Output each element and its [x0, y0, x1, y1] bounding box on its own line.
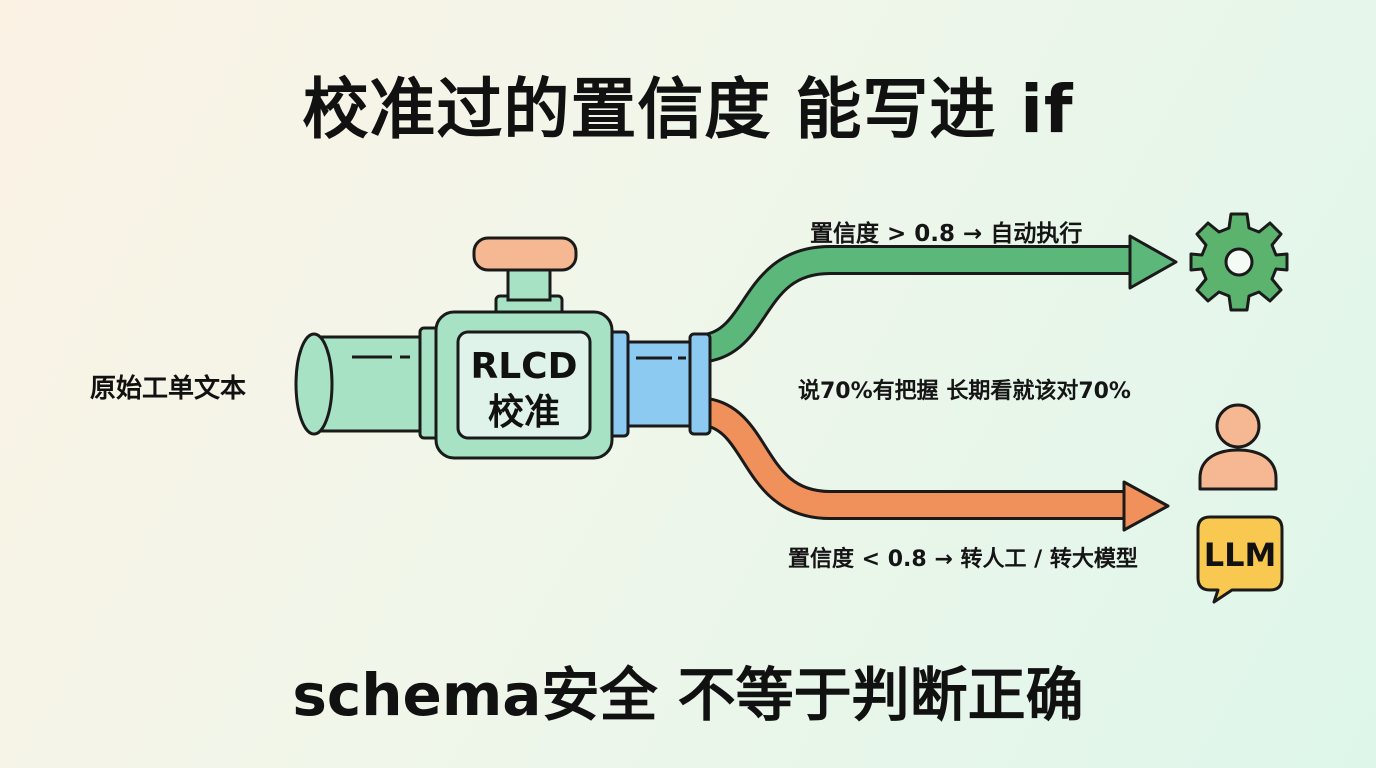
low-confidence-label: 置信度 < 0.8 → 转人工 / 转大模型: [788, 547, 1138, 572]
high-confidence-label: 置信度 > 0.8 → 自动执行: [810, 221, 1083, 247]
valve-label-line2: 校准: [488, 392, 560, 433]
valve-body: RLCD 校准: [418, 310, 614, 460]
valve-label-line1: RLCD: [471, 346, 578, 387]
low-confidence-route: [702, 397, 1170, 532]
gear-icon: [1189, 212, 1289, 312]
input-label: 原始工单文本: [90, 374, 247, 404]
person-icon: [1198, 403, 1278, 491]
calibration-note: 说70%有把握 长期看就该对70%: [798, 379, 1131, 404]
output-pipe: [604, 330, 712, 438]
footer-caption: schema安全 不等于判断正确: [292, 661, 1084, 729]
input-pipe: [294, 332, 432, 436]
llm-badge-label: LLM: [1204, 536, 1277, 574]
page-title: 校准过的置信度 能写进 if: [302, 71, 1074, 148]
high-confidence-route: [702, 234, 1178, 363]
llm-badge-icon: LLM: [1196, 515, 1284, 604]
valve-handle: [472, 236, 578, 322]
